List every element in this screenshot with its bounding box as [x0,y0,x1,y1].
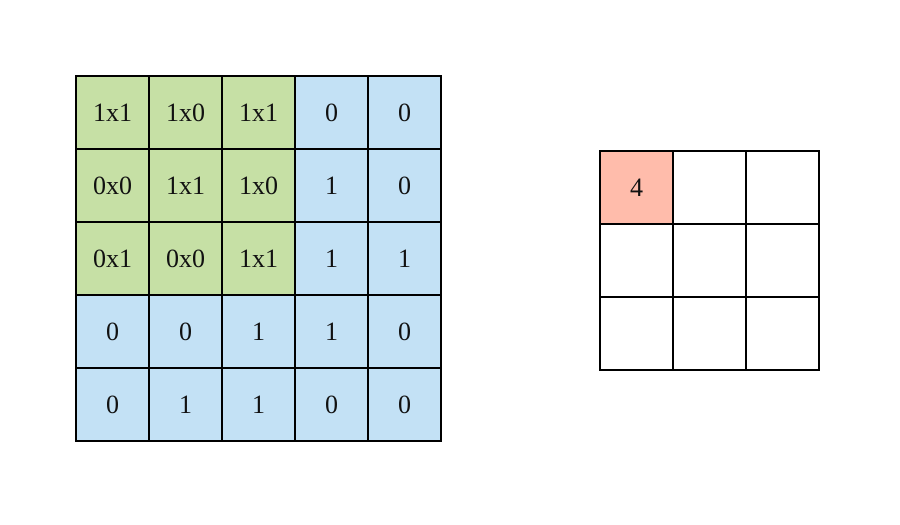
input-cell: 1 [368,222,441,295]
input-cell: 0 [368,149,441,222]
output-cell [673,151,746,224]
output-cell [600,297,673,370]
input-cell: 1 [295,149,368,222]
input-cell: 0 [76,295,149,368]
input-cell: 0 [368,368,441,441]
input-cell-kernel: 0x1 [76,222,149,295]
output-cell [600,224,673,297]
input-cell: 0 [149,295,222,368]
input-cell-kernel: 1x0 [222,149,295,222]
input-cell: 0 [295,76,368,149]
input-cell-kernel: 0x0 [149,222,222,295]
output-cell [673,224,746,297]
input-cell: 1 [295,295,368,368]
output-matrix: 4 [599,150,820,371]
input-cell: 0 [368,76,441,149]
input-cell: 1 [222,368,295,441]
output-cell-result: 4 [600,151,673,224]
input-cell-kernel: 1x1 [149,149,222,222]
output-cell [746,297,819,370]
input-cell-kernel: 1x1 [76,76,149,149]
output-cell [746,151,819,224]
input-cell: 0 [76,368,149,441]
input-cell: 0 [368,295,441,368]
input-cell-kernel: 0x0 [76,149,149,222]
input-cell: 0 [295,368,368,441]
input-cell-kernel: 1x1 [222,222,295,295]
input-cell: 1 [149,368,222,441]
input-cell-kernel: 1x0 [149,76,222,149]
input-matrix: 1x1 1x0 1x1 0 0 0x0 1x1 1x0 1 0 0x1 0x0 … [75,75,442,442]
input-cell-kernel: 1x1 [222,76,295,149]
input-cell: 1 [295,222,368,295]
output-cell [673,297,746,370]
output-cell [746,224,819,297]
input-cell: 1 [222,295,295,368]
